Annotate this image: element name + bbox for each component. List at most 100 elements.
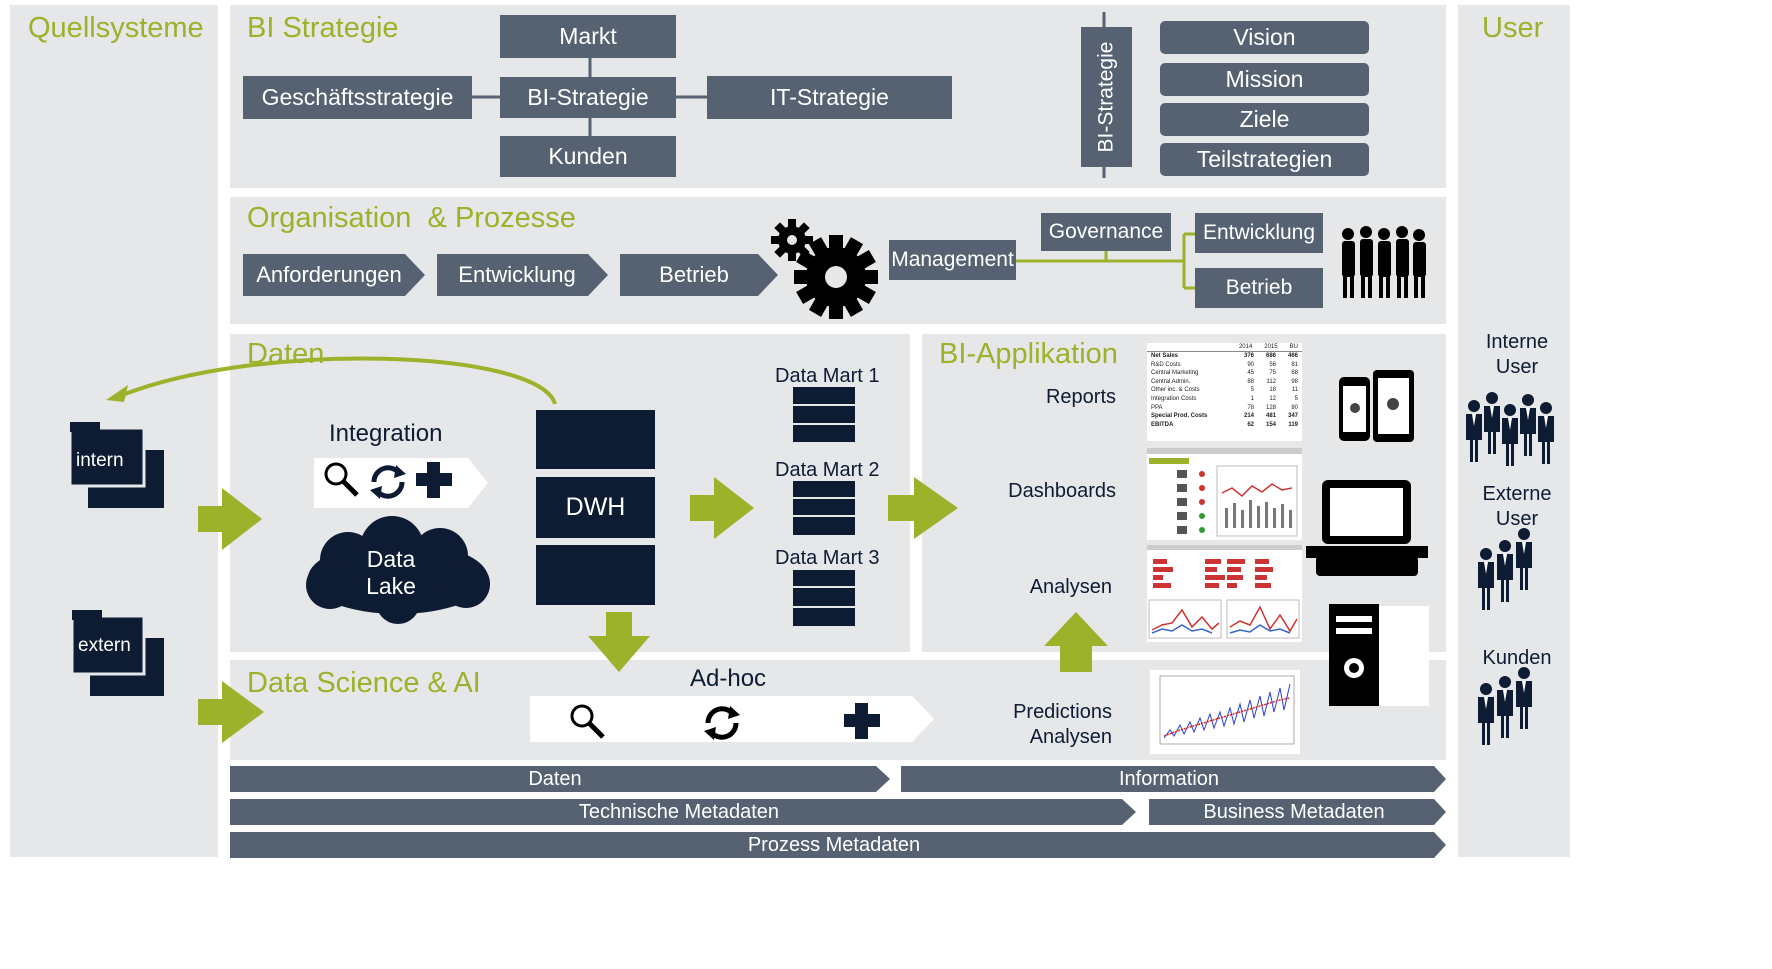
- report-row-label: Central Admin.: [1151, 378, 1191, 385]
- governance-box: Governance: [1041, 213, 1171, 251]
- adhoc-magnifier-icon: [568, 702, 608, 742]
- arrow-up-bi: [1044, 612, 1108, 672]
- adhoc-refresh-icon: [702, 703, 742, 743]
- dwh-block-middle: [536, 477, 655, 538]
- band-daten: [230, 766, 890, 792]
- report-row-value: 98: [1291, 378, 1298, 385]
- report-row-value: 154: [1265, 421, 1276, 428]
- report-row-value: 686: [1265, 353, 1276, 359]
- band-technische-label: Technische Metadaten: [578, 800, 780, 823]
- analysen-thumbnail: [1147, 545, 1302, 642]
- report-row-value: 75: [1269, 370, 1276, 377]
- chevron-betrieb: [620, 254, 778, 296]
- bi-strategie-vertical-box: BI-Strategie: [1081, 27, 1132, 167]
- report-row-value: 214: [1243, 413, 1254, 420]
- data-mart-1-label: Data Mart 1: [775, 365, 880, 387]
- report-row-label: Net Sales: [1151, 353, 1179, 359]
- bi-strategie-title: BI Strategie: [247, 12, 399, 44]
- band-information: [901, 766, 1446, 792]
- report-row-label: Special Prod. Costs: [1151, 413, 1208, 420]
- data-mart-2-stack: [793, 481, 855, 535]
- dashboard-thumbnail: [1147, 448, 1302, 540]
- report-row-label: EBITDA: [1151, 421, 1174, 428]
- management-box: Management: [889, 240, 1016, 280]
- bi-strategie-box: BI-Strategie: [500, 77, 676, 118]
- report-year-3: BU: [1289, 344, 1298, 350]
- report-row-value: 5: [1294, 395, 1298, 402]
- predictions-line-2: Analysen: [1029, 726, 1112, 748]
- chevron-entwicklung: [437, 254, 608, 296]
- band-information-label: Information: [1118, 767, 1220, 790]
- user-group-kunden: Kunden: [1470, 646, 1564, 671]
- desktop-tower-icon: [1329, 604, 1429, 706]
- interne-line-1: Interne: [1485, 331, 1549, 353]
- mission-box: Mission: [1160, 63, 1369, 96]
- data-science-title: Data Science & AI: [247, 667, 481, 699]
- report-year-1: 2014: [1238, 344, 1253, 350]
- dwh-block-bottom: [536, 545, 655, 605]
- report-row-value: 128: [1265, 404, 1276, 411]
- band-prozess-label: Prozess Metadaten: [747, 833, 921, 856]
- org-betrieb-box: Betrieb: [1195, 268, 1323, 308]
- reports-label: Reports: [1045, 386, 1116, 408]
- magnifier-icon: [322, 460, 362, 500]
- data-lake-line-1: Data: [366, 546, 416, 572]
- markt-box: Markt: [500, 15, 676, 58]
- arrow-sources-daten: [198, 488, 262, 550]
- report-row-value: 88: [1247, 378, 1254, 385]
- tablet-icon: [1373, 370, 1414, 442]
- org-entwicklung-box: Entwicklung: [1195, 213, 1323, 253]
- data-mart-1-stack: [793, 387, 855, 442]
- band-prozess: [230, 832, 1446, 858]
- report-row-value: 81: [1291, 361, 1298, 368]
- data-mart-3-stack: [793, 570, 855, 626]
- report-row-value: 119: [1288, 421, 1298, 428]
- kunden-line-1: Kunden: [1482, 647, 1552, 669]
- vision-box: Vision: [1160, 21, 1369, 54]
- report-year-2: 2015: [1264, 344, 1278, 350]
- report-row-label: PPA: [1151, 404, 1163, 411]
- predictions-label: Predictions Analysen: [960, 700, 1112, 750]
- teilstrategien-box: Teilstrategien: [1160, 143, 1369, 176]
- band-daten-label: Daten: [528, 767, 582, 790]
- report-row-value: 68: [1291, 370, 1298, 377]
- externe-line-1: Externe: [1482, 483, 1552, 505]
- quellsysteme-title: Quellsysteme: [28, 12, 204, 44]
- step-anforderungen: Anforderungen: [256, 262, 402, 287]
- dwh-block-top: [536, 410, 655, 469]
- report-row-value: 90: [1247, 361, 1254, 368]
- business-people-icon: [1342, 226, 1426, 298]
- band-business-label: Business Metadaten: [1203, 800, 1385, 823]
- data-lake-line-2: Lake: [366, 573, 416, 599]
- arrow-dwh-down: [588, 612, 650, 672]
- user-group-interne: Interne User: [1470, 330, 1564, 380]
- predictions-thumbnail: [1150, 670, 1300, 754]
- data-lake-cloud-icon: [306, 516, 490, 624]
- report-row-label: Central Marketing: [1151, 370, 1199, 377]
- report-row-value: 45: [1247, 370, 1254, 377]
- report-row-value: 11: [1291, 387, 1298, 394]
- folder-intern-icon: [68, 422, 164, 508]
- user-title: User: [1482, 12, 1544, 44]
- step-entwicklung: Entwicklung: [458, 262, 576, 287]
- predictions-line-1: Predictions: [1013, 701, 1112, 723]
- adhoc-label: Ad-hoc: [690, 665, 767, 692]
- report-years: 2014 2015 BU: [1147, 343, 1302, 352]
- report-row-label: Other inc. & Costs: [1151, 387, 1200, 394]
- arrow-dwh-marts: [690, 477, 754, 539]
- arrow-sources-datascience: [198, 681, 264, 743]
- analysen-label: Analysen: [1029, 576, 1112, 598]
- externe-line-2: User: [1495, 508, 1539, 530]
